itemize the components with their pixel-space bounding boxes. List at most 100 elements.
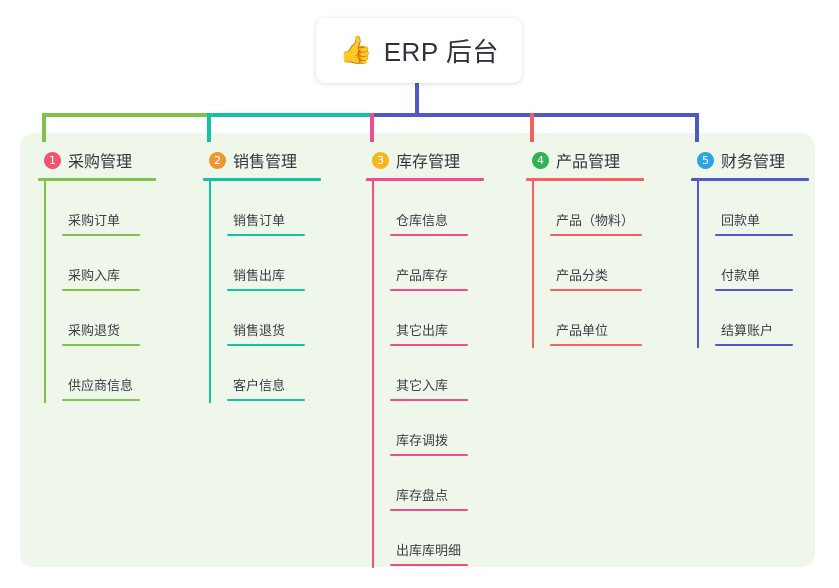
leaf-node[interactable]: 采购退货 xyxy=(62,291,156,346)
column-4: 4 产品管理产品（物料） 产品分类产品单位 xyxy=(526,148,644,348)
leaf-label: 库存调拨 xyxy=(396,433,449,448)
root-node[interactable]: 👍 ERP 后台 xyxy=(316,18,522,83)
number-badge-icon: 1 xyxy=(44,151,61,169)
number-badge-icon: 4 xyxy=(532,151,549,169)
leaf-label: 采购退货 xyxy=(68,323,121,338)
leaf-label: 产品（物料） xyxy=(556,213,635,228)
leaf-rule xyxy=(550,289,642,291)
column-header-5[interactable]: 5 财务管理 xyxy=(691,148,809,172)
leaf-label: 产品单位 xyxy=(556,323,609,338)
leaf-rule xyxy=(390,234,468,236)
leaf-rule xyxy=(62,289,140,291)
leaf-rule xyxy=(390,564,468,566)
branch-spine xyxy=(209,181,211,403)
leaf-node[interactable]: 采购订单 xyxy=(62,181,156,236)
leaf-node[interactable]: 销售退货 xyxy=(227,291,321,346)
bus-segment-green xyxy=(42,113,207,117)
leaf-rule xyxy=(62,399,140,401)
leaf-node[interactable]: 供应商信息 xyxy=(62,346,156,401)
column-1: 1 采购管理采购订单采购入库采购退货供应商信息 xyxy=(38,148,156,403)
column-title: 采购管理 xyxy=(68,154,133,171)
leaf-node[interactable]: 其它入库 xyxy=(390,346,484,401)
leaf-node[interactable]: 出库库明细 xyxy=(390,511,484,566)
bus-segment-blue xyxy=(370,113,699,117)
leaf-label: 结算账户 xyxy=(721,323,774,338)
column-branch: 销售订单销售出库销售退货客户信息 xyxy=(203,181,321,403)
leaf-label: 采购订单 xyxy=(68,213,121,228)
root-stem xyxy=(415,80,419,117)
column-header-1[interactable]: 1 采购管理 xyxy=(38,148,156,172)
branch-spine xyxy=(697,181,699,348)
leaf-node[interactable]: 仓库信息 xyxy=(390,181,484,236)
column-title: 财务管理 xyxy=(721,154,786,171)
leaf-node[interactable]: 付款单 xyxy=(715,236,809,291)
leaf-rule xyxy=(390,454,468,456)
leaf-label: 销售订单 xyxy=(233,213,286,228)
leaf-rule xyxy=(62,344,140,346)
leaf-label: 出库库明细 xyxy=(396,543,462,558)
leaf-rule xyxy=(550,344,642,346)
number-badge-icon: 2 xyxy=(209,151,226,169)
column-5: 5 财务管理回款单付款单结算账户 xyxy=(691,148,809,348)
leaf-node[interactable]: 回款单 xyxy=(715,181,809,236)
column-branch: 采购订单采购入库采购退货供应商信息 xyxy=(38,181,156,403)
column-header-rule xyxy=(203,178,321,181)
column-header-rule xyxy=(691,178,809,181)
column-title: 销售管理 xyxy=(233,154,298,171)
leaf-rule xyxy=(227,289,305,291)
leaf-node[interactable]: 库存盘点 xyxy=(390,456,484,511)
leaf-node[interactable]: 客户信息 xyxy=(227,346,321,401)
branch-spine xyxy=(532,181,534,348)
leaf-rule xyxy=(715,344,793,346)
column-header-rule xyxy=(366,178,484,181)
leaf-rule xyxy=(62,234,140,236)
leaf-rule xyxy=(550,234,642,236)
leaf-label: 销售退货 xyxy=(233,323,286,338)
leaf-node[interactable]: 其它出库 xyxy=(390,291,484,346)
leaf-rule xyxy=(227,399,305,401)
column-header-rule xyxy=(38,178,156,181)
leaf-label: 其它出库 xyxy=(396,323,449,338)
leaf-node[interactable]: 销售订单 xyxy=(227,181,321,236)
column-drop-1 xyxy=(42,113,46,142)
leaf-rule xyxy=(390,344,468,346)
leaf-node[interactable]: 产品（物料） xyxy=(550,181,644,236)
number-badge-icon: 5 xyxy=(697,151,714,169)
root-title: ERP 后台 xyxy=(383,37,499,67)
branch-spine xyxy=(44,181,46,403)
leaf-node[interactable]: 产品单位 xyxy=(550,291,644,346)
column-header-rule xyxy=(526,178,644,181)
leaf-node[interactable]: 结算账户 xyxy=(715,291,809,346)
column-title: 产品管理 xyxy=(556,154,621,171)
leaf-rule xyxy=(390,289,468,291)
leaf-label: 付款单 xyxy=(721,268,761,283)
leaf-node[interactable]: 产品分类 xyxy=(550,236,644,291)
column-header-4[interactable]: 4 产品管理 xyxy=(526,148,644,172)
column-title: 库存管理 xyxy=(396,154,461,171)
column-drop-3 xyxy=(370,113,374,142)
column-branch: 产品（物料） 产品分类产品单位 xyxy=(526,181,644,348)
leaf-label: 产品库存 xyxy=(396,268,449,283)
leaf-rule xyxy=(227,344,305,346)
leaf-rule xyxy=(390,509,468,511)
leaf-label: 仓库信息 xyxy=(396,213,449,228)
leaf-label: 销售出库 xyxy=(233,268,286,283)
bus-segment-teal xyxy=(207,113,370,117)
column-drop-4 xyxy=(530,113,534,142)
column-header-2[interactable]: 2 销售管理 xyxy=(203,148,321,172)
leaf-node[interactable]: 产品库存 xyxy=(390,236,484,291)
branch-spine xyxy=(372,181,374,568)
leaf-node[interactable]: 采购入库 xyxy=(62,236,156,291)
column-2: 2 销售管理销售订单销售出库销售退货客户信息 xyxy=(203,148,321,403)
leaf-label: 回款单 xyxy=(721,213,761,228)
leaf-node[interactable]: 销售出库 xyxy=(227,236,321,291)
thumbs-up-icon: 👍 xyxy=(339,35,373,65)
leaf-node[interactable]: 库存调拨 xyxy=(390,401,484,456)
diagram-panel xyxy=(20,133,815,567)
column-drop-2 xyxy=(207,113,211,142)
leaf-rule xyxy=(390,399,468,401)
column-drop-5 xyxy=(695,113,699,142)
